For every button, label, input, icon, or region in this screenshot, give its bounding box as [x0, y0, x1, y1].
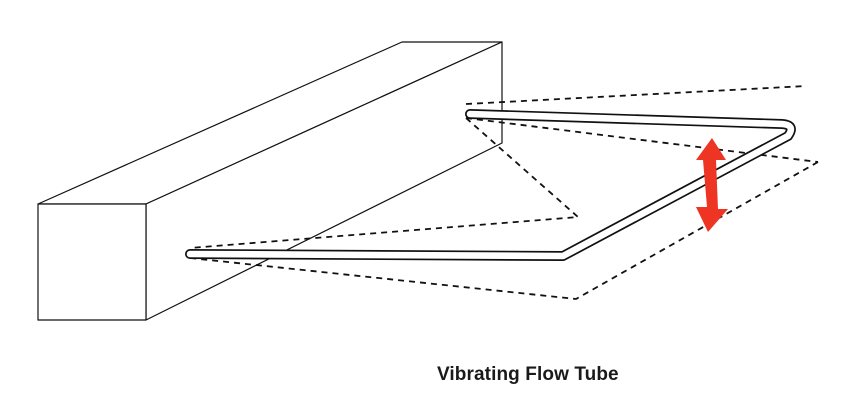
upper-position-dashes — [189, 85, 807, 249]
mounting-block — [37, 41, 503, 321]
flow-tube-core — [186, 110, 795, 260]
diagram-caption: Vibrating Flow Tube — [437, 364, 619, 385]
lower-position-dashes — [189, 117, 819, 300]
tube-displacement-outline — [189, 85, 819, 300]
vibration-arrow-icon — [696, 138, 728, 232]
block-front-face — [37, 203, 147, 321]
